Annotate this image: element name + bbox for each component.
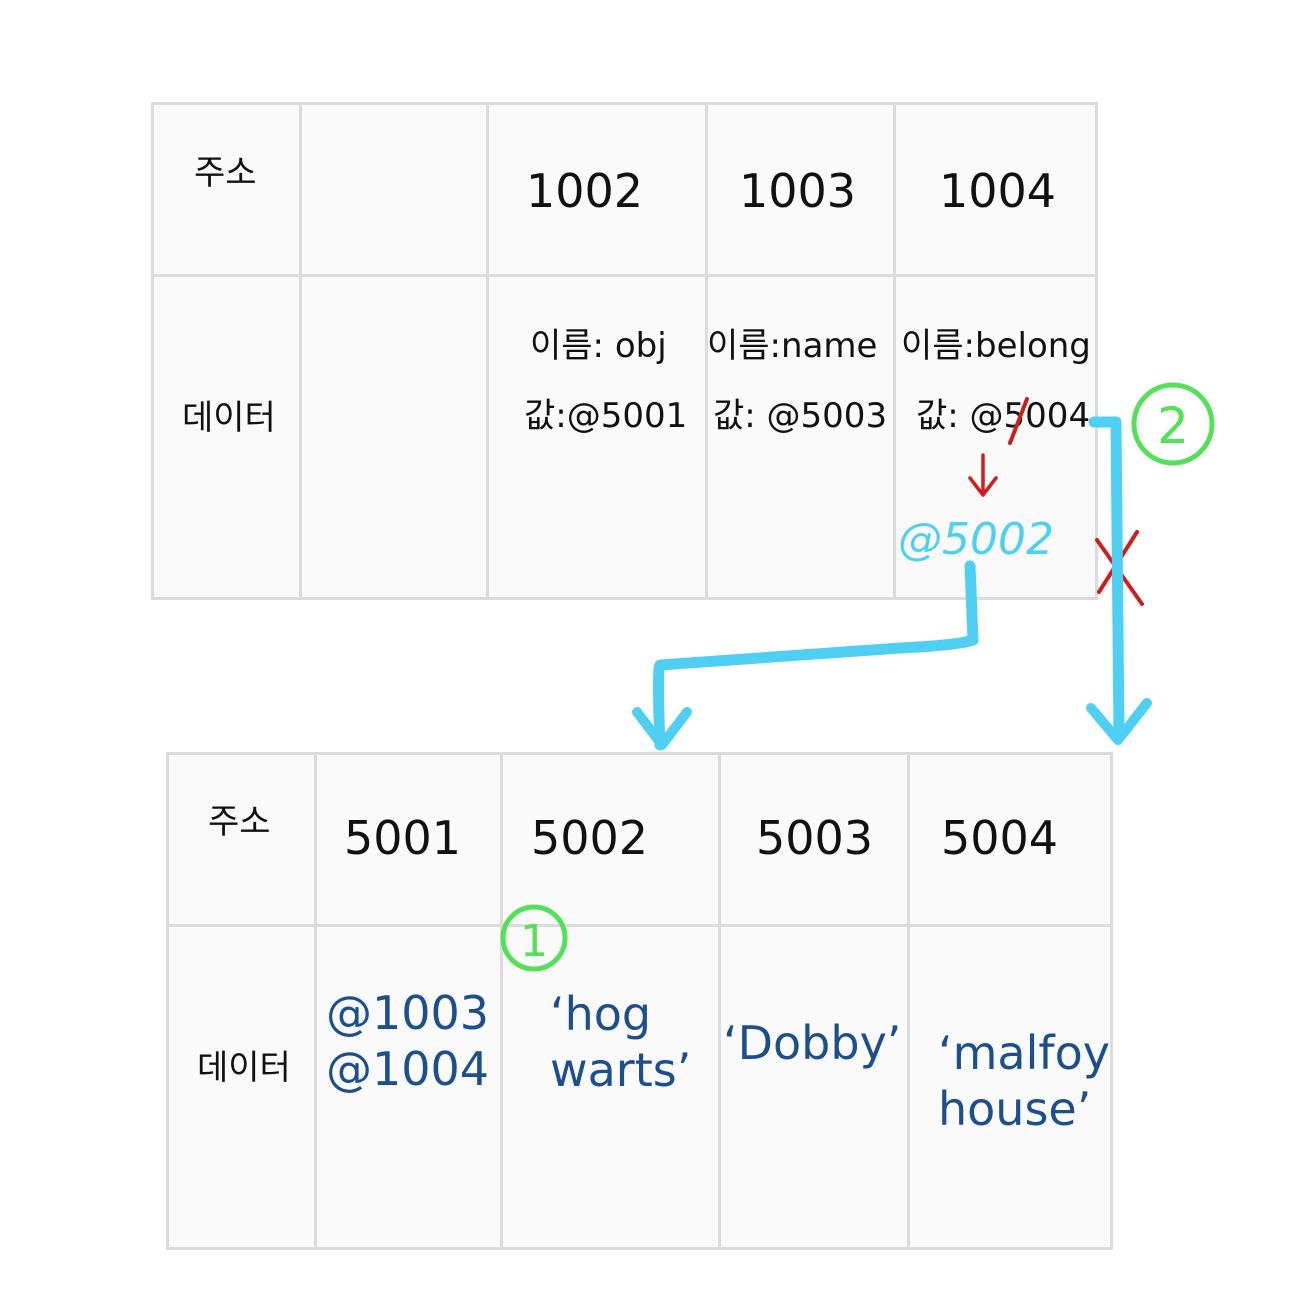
stack-name-belong: 이름:belong	[901, 326, 1091, 366]
stack-col-divider	[705, 105, 708, 597]
heap-row-divider	[169, 924, 1110, 927]
step-2-circle	[1131, 382, 1215, 466]
heap-data-label: 데이터	[197, 1048, 291, 1088]
cross-icon	[1095, 530, 1144, 606]
heap-col-divider	[907, 755, 910, 1247]
stack-col-divider	[486, 105, 489, 597]
heap-address-5003: 5003	[756, 811, 874, 865]
stack-value-name: 값: @5003	[713, 396, 888, 436]
heap-address-5001: 5001	[344, 811, 462, 865]
heap-data-5004: ‘malfoy house’	[938, 1026, 1110, 1137]
heap-address-5002: 5002	[531, 811, 649, 865]
stack-data-label: 데이터	[182, 398, 276, 438]
new-reference-arrowhead	[632, 707, 692, 750]
stack-name-obj: 이름: obj	[530, 326, 667, 366]
heap-address-5004: 5004	[941, 811, 1059, 865]
stack-col-divider	[299, 105, 302, 597]
old-reference-arrowhead	[1086, 698, 1152, 745]
stack-col-divider	[893, 105, 896, 597]
heap-data-5001: @1003 @1004	[326, 986, 490, 1097]
heap-col-divider	[314, 755, 317, 1247]
stack-table	[151, 102, 1098, 600]
stack-address-1004: 1004	[939, 164, 1057, 218]
stack-address-label: 주소	[194, 153, 257, 193]
stack-address-1002: 1002	[526, 164, 644, 218]
heap-col-divider	[718, 755, 721, 1247]
step-2-label: 2	[1157, 397, 1189, 455]
stack-address-1003: 1003	[739, 164, 857, 218]
stack-value-belong: 값: @5004	[916, 396, 1091, 436]
stack-value-obj: 값:@5001	[524, 396, 688, 436]
heap-data-5002: ‘hog warts’	[550, 987, 692, 1098]
stack-row-divider	[154, 274, 1095, 277]
heap-table	[166, 752, 1113, 1250]
heap-col-divider	[500, 755, 503, 1247]
stack-name-name: 이름:name	[707, 326, 878, 366]
heap-data-5003: ‘Dobby’	[723, 1016, 902, 1070]
heap-address-label: 주소	[208, 802, 271, 842]
